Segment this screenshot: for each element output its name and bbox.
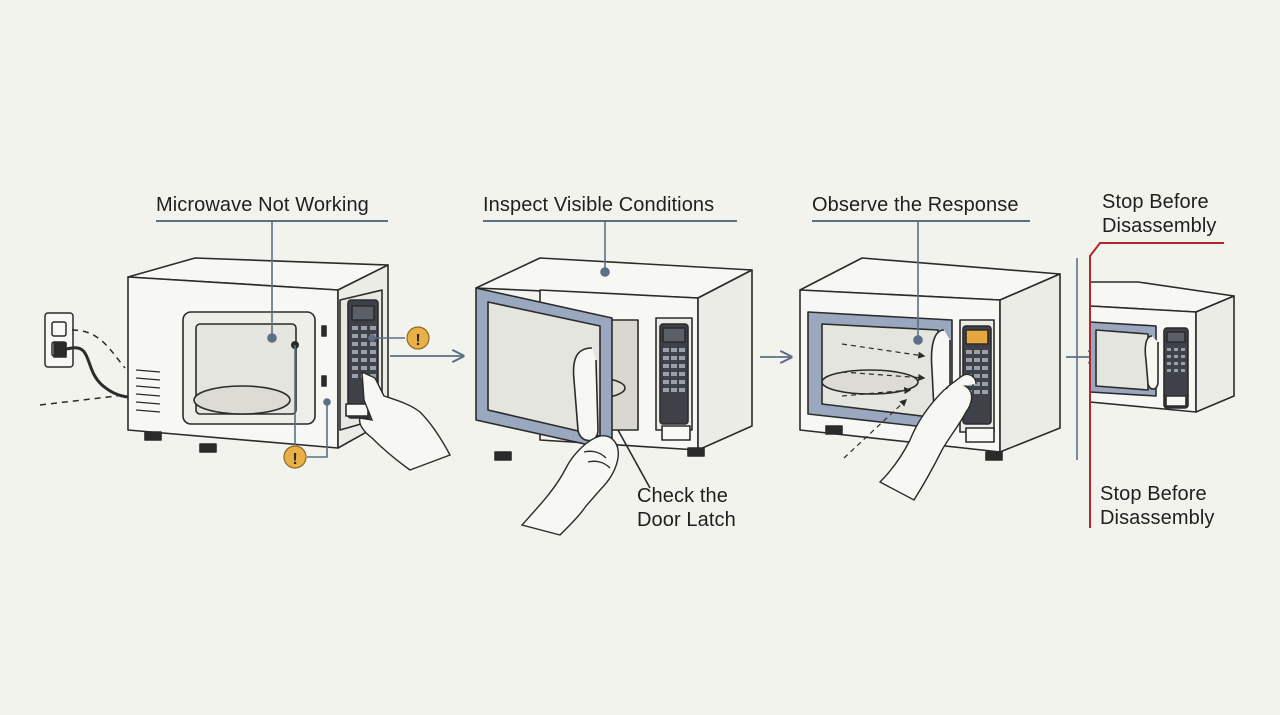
power-outlet-icon (39, 312, 129, 406)
step-1-title: Microwave Not Working (156, 194, 369, 216)
warning-icon: ! ! (283, 326, 430, 469)
svg-text:!: ! (292, 451, 297, 468)
leader-lines-3 (913, 222, 923, 345)
leader-lines-2 (600, 222, 610, 277)
stop-barrier (1076, 242, 1224, 528)
step-3-underline (812, 220, 1030, 222)
step-4-title-bottom: Stop Before Disassembly (1100, 483, 1215, 529)
microwave-1 (127, 257, 389, 453)
hand-icon-3 (878, 373, 977, 501)
door-latch-callout: Check the Door Latch (637, 485, 736, 531)
step-2-title: Inspect Visible Conditions (483, 194, 715, 216)
step-4-title-top: Stop Before Disassembly (1102, 191, 1217, 237)
step-1-underline (156, 220, 388, 222)
microwave-2 (475, 257, 753, 461)
hand-icon-2 (520, 435, 619, 536)
callout-line (617, 429, 651, 489)
svg-text:!: ! (415, 332, 420, 349)
leader-lines-1 (267, 222, 405, 458)
microwave-4 (1089, 281, 1235, 413)
step-2-underline (483, 220, 737, 222)
hand-icon-1 (358, 370, 451, 471)
observation-arrows (841, 343, 926, 459)
step-3-title: Observe the Response (812, 194, 1019, 216)
